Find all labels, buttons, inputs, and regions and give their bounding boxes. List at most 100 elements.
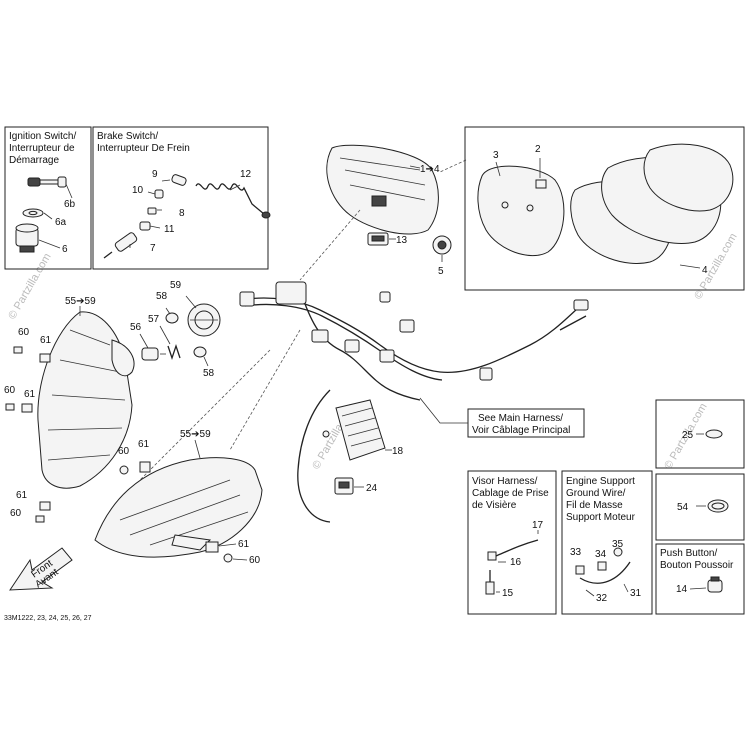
callout-11: 11: [164, 224, 175, 235]
clip-61-c-icon: 61: [138, 439, 151, 473]
callout-16: 16: [510, 557, 522, 568]
callout-9: 9: [152, 169, 158, 180]
main-harness-line-1: See Main Harness/: [478, 413, 563, 424]
main-wire-harness: [239, 281, 589, 523]
callout-54: 54: [677, 502, 689, 513]
screw-60-b-icon: 60: [4, 385, 16, 411]
brake-title-1: Brake Switch/: [97, 131, 158, 142]
engine-title-1: Engine Support: [566, 476, 635, 487]
engine-title-2: Ground Wire/: [566, 488, 626, 499]
callout-33: 33: [570, 547, 582, 558]
clip-61-d-icon: 61: [16, 490, 51, 511]
brake-switch-icon: [103, 174, 187, 259]
screw-60-c-icon: 60: [118, 446, 130, 475]
headlight-cap-icon: 59: [170, 280, 221, 337]
ignition-title-3: Démarrage: [9, 155, 59, 166]
callout-55-59-bottom: 55➔59: [180, 429, 211, 440]
grommet-58-bottom-icon: 58: [193, 346, 215, 379]
callout-6: 6: [62, 244, 68, 255]
callout-60-b: 60: [4, 385, 16, 396]
diagram-code: 33M1222, 23, 24, 25, 26, 27: [4, 615, 92, 622]
callout-57: 57: [148, 314, 160, 325]
ignition-key-icon: [27, 176, 67, 188]
ignition-title-1: Ignition Switch/: [9, 131, 76, 142]
callout-12: 12: [240, 169, 252, 180]
callout-13: 13: [396, 235, 408, 246]
push-button-box: Push Button/ Bouton Poussoir 14: [655, 543, 745, 615]
push-button-title-2: Bouton Poussoir: [660, 560, 734, 571]
callout-1-4: 1➔4: [420, 164, 440, 175]
callout-10: 10: [132, 185, 144, 196]
callout-5: 5: [438, 266, 444, 277]
push-button-title-1: Push Button/: [660, 548, 717, 559]
callout-14: 14: [676, 584, 688, 595]
callout-17: 17: [532, 520, 544, 531]
callout-25: 25: [682, 430, 694, 441]
brake-cable-coil-icon: [195, 183, 271, 219]
callout-61-d: 61: [16, 490, 28, 501]
cap-5-icon: 5: [432, 235, 452, 277]
callout-2: 2: [535, 144, 541, 155]
front-direction-arrow: Front Avant: [9, 547, 73, 591]
callout-31: 31: [630, 588, 642, 599]
brake-title-2: Interrupteur De Frein: [97, 143, 190, 154]
callout-61-b: 61: [24, 389, 36, 400]
switch-13-icon: 13: [367, 232, 408, 246]
cluster-exploded-box: 3 2 4: [464, 126, 745, 291]
callout-34: 34: [595, 549, 607, 560]
callout-35: 35: [612, 539, 624, 550]
callout-7: 7: [150, 243, 156, 254]
main-harness-line-2: Voir Câblage Principal: [472, 425, 570, 436]
callout-61-c: 61: [138, 439, 150, 450]
clip-61-b-icon: 61: [21, 389, 36, 413]
see-main-harness-box: See Main Harness/ Voir Câblage Principal: [419, 397, 585, 438]
clip-61-e-icon: 61: [205, 539, 250, 553]
ignition-title-2: Interrupteur de: [9, 143, 75, 154]
ignition-washer-icon: [22, 208, 44, 218]
visor-title-1: Visor Harness/: [472, 476, 538, 487]
callout-4: 4: [702, 265, 708, 276]
visor-title-3: de Visière: [472, 500, 517, 511]
callout-24: 24: [366, 483, 378, 494]
callout-61-e: 61: [238, 539, 250, 550]
headlight-lower-assembly: 55➔59: [94, 429, 263, 558]
callout-3: 3: [493, 150, 499, 161]
clip-61-a-icon: 61: [39, 335, 52, 363]
screw-60-a-icon: 60: [13, 327, 30, 354]
callout-59: 59: [170, 280, 182, 291]
callout-60-e: 60: [249, 555, 261, 566]
callout-61-a: 61: [40, 335, 52, 346]
engine-title-3: Fil de Masse: [566, 500, 623, 511]
o-ring-25-box: 25: [655, 399, 745, 469]
callout-60-d: 60: [10, 508, 22, 519]
grommet-58-top-icon: 58: [156, 291, 179, 324]
callout-32: 32: [596, 593, 608, 604]
ignition-switch-box: Ignition Switch/ Interrupteur de Démarra…: [4, 126, 92, 270]
voltage-regulator-icon: 18: [322, 399, 404, 461]
headlight-bulb-icon: 56 57: [130, 314, 181, 361]
visor-harness-box: Visor Harness/ Cablage de Prise de Visiè…: [467, 470, 557, 615]
clamp-54-box: 54: [655, 473, 745, 541]
screw-60-d-icon: 60: [10, 508, 45, 523]
gauge-cluster-assembly: 1➔4: [326, 144, 440, 235]
headlight-left-assembly: 55➔59: [37, 296, 135, 489]
engine-ground-wire-box: Engine Support Ground Wire/ Fil de Masse…: [561, 470, 653, 615]
screw-60-e-icon: 60: [223, 553, 261, 566]
callout-18: 18: [392, 446, 404, 457]
engine-title-4: Support Moteur: [566, 512, 636, 523]
watermark-left: © Partzilla.com: [6, 251, 53, 321]
watermark-right: © Partzilla.com: [692, 231, 739, 301]
visor-title-2: Cablage de Prise: [472, 488, 549, 499]
callout-58-bottom: 58: [203, 368, 215, 379]
connector-24-icon: 24: [334, 477, 378, 495]
callout-60-c: 60: [118, 446, 130, 457]
callout-6a: 6a: [55, 217, 67, 228]
callout-8: 8: [179, 208, 185, 219]
callout-15: 15: [502, 588, 514, 599]
callout-56: 56: [130, 322, 142, 333]
ignition-switch-body-icon: [15, 223, 39, 253]
callout-58-top: 58: [156, 291, 168, 302]
callout-60-a: 60: [18, 327, 30, 338]
